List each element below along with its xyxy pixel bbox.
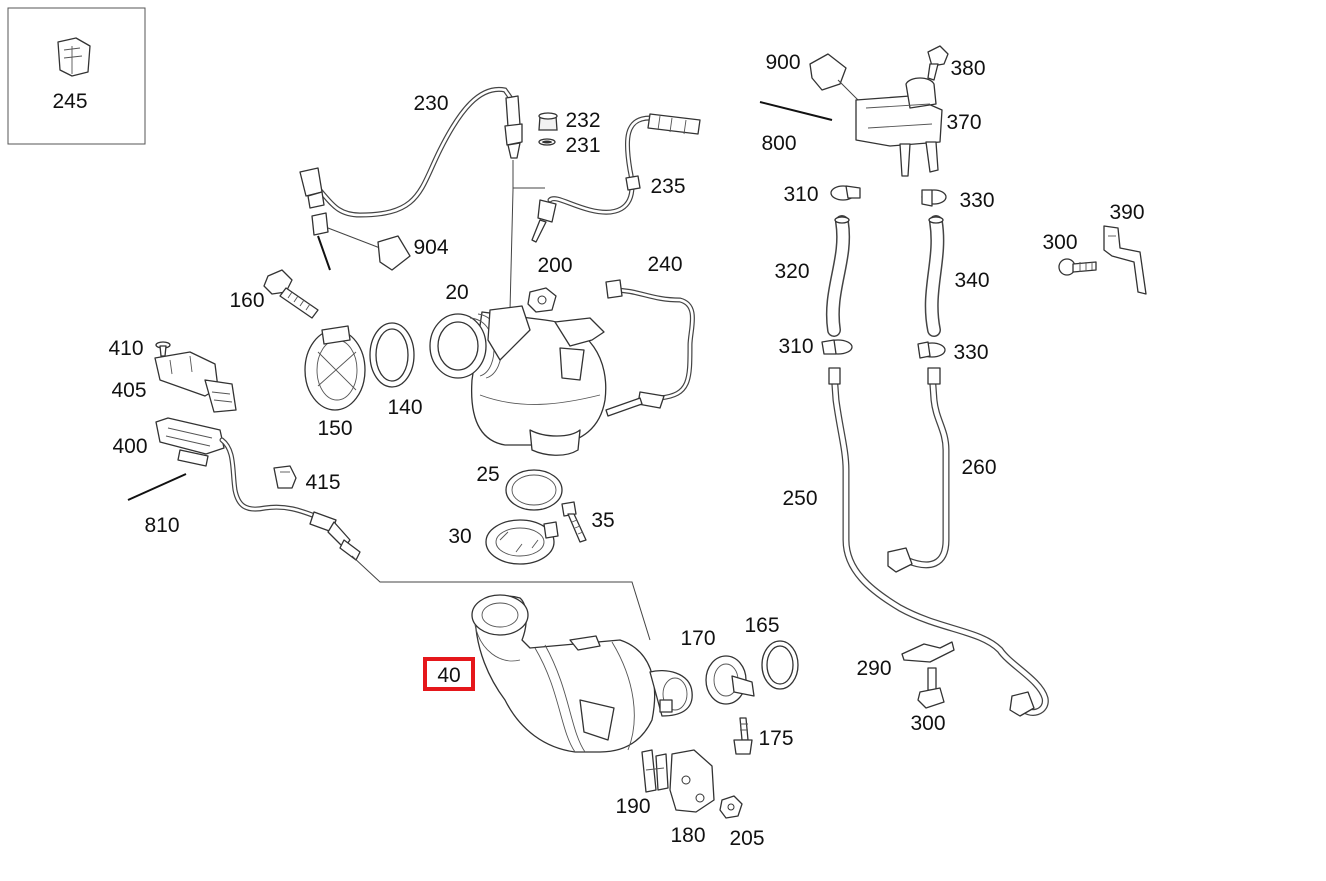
- part-label-35[interactable]: 35: [591, 509, 614, 532]
- hose-clamp-330-bottom: [917, 341, 946, 359]
- tag-900: [809, 53, 863, 105]
- part-label-300-bottom[interactable]: 300: [910, 712, 945, 735]
- part-label-200[interactable]: 200: [537, 254, 572, 277]
- part-label-310-bottom[interactable]: 310: [778, 335, 813, 358]
- part-label-904[interactable]: 904: [413, 236, 448, 259]
- part-label-205[interactable]: 205: [729, 827, 764, 850]
- clip-415: [273, 465, 297, 489]
- clamp-30: [485, 519, 559, 565]
- hose-340: [924, 215, 945, 337]
- bolt-160: [263, 269, 319, 319]
- part-label-300-top[interactable]: 300: [1042, 231, 1077, 254]
- gasket-165: [761, 640, 799, 690]
- gasket-140: [369, 322, 415, 388]
- pressure-sensor-370: [759, 77, 943, 177]
- part-label-380[interactable]: 380: [950, 57, 985, 80]
- nut-205: [719, 795, 743, 819]
- converter-20: [429, 305, 607, 456]
- part-label-260[interactable]: 260: [961, 456, 996, 479]
- bolt-175: [733, 717, 753, 755]
- part-label-405[interactable]: 405: [111, 379, 146, 402]
- part-label-370[interactable]: 370: [946, 111, 981, 134]
- part-label-235[interactable]: 235: [650, 175, 685, 198]
- part-label-230[interactable]: 230: [413, 92, 448, 115]
- temp-sensor-235: [531, 113, 701, 243]
- screw-410: [155, 341, 171, 357]
- highlight-box: [423, 657, 475, 691]
- part-label-232[interactable]: 232: [565, 109, 600, 132]
- part-label-310-top[interactable]: 310: [783, 183, 818, 206]
- seal-231: [538, 138, 556, 146]
- clip-245-drawing: [57, 37, 91, 77]
- screw-300-bottom: [917, 667, 945, 709]
- part-label-20[interactable]: 20: [445, 281, 468, 304]
- part-label-190[interactable]: 190: [615, 795, 650, 818]
- sensor-harness-230: [299, 86, 545, 311]
- pipe-260: [887, 367, 950, 573]
- hose-clamp-310-top: [830, 185, 861, 201]
- part-label-340[interactable]: 340: [954, 269, 989, 292]
- part-label-175[interactable]: 175: [758, 727, 793, 750]
- control-unit-400: [127, 417, 651, 641]
- part-label-900[interactable]: 900: [765, 51, 800, 74]
- part-labels: 900 380 370 800 230 232 231 235 904 200 …: [108, 51, 1144, 850]
- part-label-410[interactable]: 410: [108, 337, 143, 360]
- part-label-330-top[interactable]: 330: [959, 189, 994, 212]
- part-label-415[interactable]: 415: [305, 471, 340, 494]
- hose-clamp-310-bottom: [821, 339, 853, 355]
- part-label-390[interactable]: 390: [1109, 201, 1144, 224]
- part-label-160[interactable]: 160: [229, 289, 264, 312]
- part-label-180[interactable]: 180: [670, 824, 705, 847]
- bolt-380: [927, 45, 949, 81]
- part-label-810[interactable]: 810: [144, 514, 179, 537]
- part-label-330-bottom[interactable]: 330: [953, 341, 988, 364]
- clamp-170: [705, 655, 755, 705]
- bolt-35: [561, 501, 587, 543]
- bracket-190: [641, 749, 669, 793]
- hose-clamp-330-top: [921, 189, 947, 207]
- particulate-filter-40: [471, 594, 693, 753]
- highlighted-part-40[interactable]: 40: [423, 657, 475, 691]
- part-label-30[interactable]: 30: [448, 525, 471, 548]
- part-label-800[interactable]: 800: [761, 132, 796, 155]
- nut-200: [527, 287, 557, 313]
- part-label-231[interactable]: 231: [565, 134, 600, 157]
- temp-sensor-240: [605, 279, 695, 417]
- part-label-140[interactable]: 140: [387, 396, 422, 419]
- part-label-250[interactable]: 250: [782, 487, 817, 510]
- hose-320: [825, 215, 851, 337]
- bracket-405: [154, 351, 237, 413]
- part-label-320[interactable]: 320: [774, 260, 809, 283]
- part-label-290[interactable]: 290: [856, 657, 891, 680]
- inset-245[interactable]: 245: [7, 7, 146, 145]
- bracket-290: [901, 641, 955, 663]
- part-label-165[interactable]: 165: [744, 614, 779, 637]
- pipe-250: [828, 367, 1049, 717]
- part-label-240[interactable]: 240: [647, 253, 682, 276]
- part-label-170[interactable]: 170: [680, 627, 715, 650]
- plug-232: [538, 112, 558, 131]
- screw-300-top: [1058, 258, 1097, 276]
- clamp-150: [304, 325, 366, 411]
- part-label-25[interactable]: 25: [476, 463, 499, 486]
- part-label-40[interactable]: 40: [437, 664, 460, 687]
- part-label-400[interactable]: 400: [112, 435, 147, 458]
- part-label-245[interactable]: 245: [52, 90, 87, 113]
- connector-tag-904: [311, 212, 411, 271]
- bracket-390: [1103, 225, 1147, 295]
- bracket-180: [669, 749, 715, 813]
- part-label-150[interactable]: 150: [317, 417, 352, 440]
- seal-ring-25: [505, 469, 563, 511]
